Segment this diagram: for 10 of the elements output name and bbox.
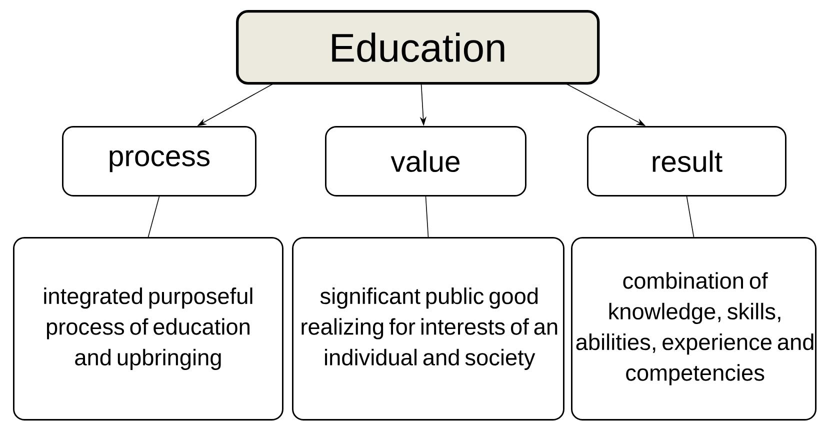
connector-line	[425, 196, 429, 238]
description-box: integrated purposeful process of education and upbringing	[13, 237, 284, 420]
title-box: Education	[236, 10, 600, 85]
connector-line	[148, 196, 160, 238]
category-box: result	[587, 126, 786, 196]
category-box: value	[325, 126, 526, 196]
description-box: significant public good realizing for interests of an individual and society	[292, 237, 564, 420]
description-box: combination of knowledge, skills, abilities, experience and competencies	[571, 237, 816, 420]
category-box: process	[62, 126, 256, 196]
connector-line	[686, 196, 694, 238]
